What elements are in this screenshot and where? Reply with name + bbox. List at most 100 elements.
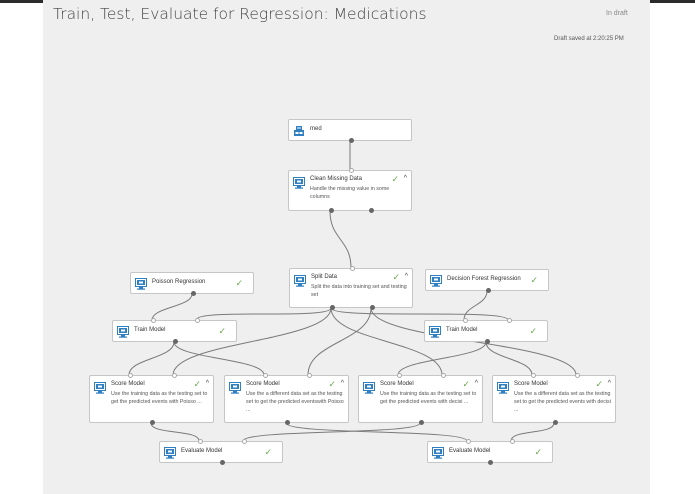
output-port[interactable] [149,420,155,425]
input-port[interactable] [171,373,177,378]
status-check-icon: ✓ [264,447,272,457]
module-icon [429,325,441,338]
status-check-icon: ✓ [529,326,537,336]
module-icon [94,381,106,394]
input-port[interactable] [509,439,515,444]
status-check-icon: ✓ [595,379,603,389]
input-port[interactable] [306,373,312,378]
status-check-icon: ✓ [193,379,201,389]
connection-split-train1 [195,307,332,321]
collapse-toggle-icon[interactable]: ^ [404,273,408,280]
module-description: Handle the missing value in some columns [310,186,390,200]
status-check-icon: ✓ [218,326,226,336]
connection-split-score3 [330,307,443,376]
collapse-toggle-icon[interactable]: ^ [403,175,407,182]
connection-score4-eval2 [510,422,555,442]
module-description: Use the a different data set as the test… [246,391,344,413]
module-name: Train Model [446,327,478,333]
module-eval1[interactable]: Evaluate Model✓ [159,439,283,465]
draft-saved-text: Draft saved at 2:20:25 PM [554,36,624,42]
module-poisson[interactable]: Poisson Regression✓ [130,272,254,296]
module-description: Use the training data as the testing set… [380,391,477,405]
module-forest[interactable]: Decision Forest Regression ✓ [425,269,549,293]
output-port[interactable] [484,339,490,344]
status-check-icon: ✓ [534,447,542,457]
output-port[interactable] [329,305,335,310]
input-port[interactable] [506,318,512,323]
output-port[interactable] [190,291,196,296]
module-name: Clean Missing Data [310,176,363,182]
dataset-icon [293,124,305,136]
module-icon [497,381,509,394]
module-icon [164,446,176,459]
status-check-icon: ✓ [530,275,538,285]
input-port[interactable] [150,318,156,323]
input-port[interactable] [194,318,200,323]
module-icon [229,381,241,394]
status-check-icon: ✓ [462,379,470,389]
collapse-toggle-icon[interactable]: ^ [474,380,478,387]
input-port[interactable] [197,439,203,444]
collapse-toggle-icon[interactable]: ^ [205,380,209,387]
status-check-icon: ✓ [235,278,243,288]
collapse-toggle-icon[interactable]: ^ [607,380,611,387]
collapse-toggle-icon[interactable]: ^ [340,380,344,387]
status-check-icon: ✓ [392,272,400,282]
module-description: Use the a different data set as the test… [514,391,611,413]
output-port[interactable] [348,138,354,143]
connection-split-score2 [307,307,372,376]
connection-score3-eval1 [242,422,421,442]
output-port[interactable] [172,339,178,344]
module-icon [117,325,129,338]
input-port[interactable] [127,373,133,378]
connection-train1-score1 [128,341,175,376]
connection-split-train2 [330,307,509,321]
output-port[interactable] [284,420,290,425]
output-port[interactable] [328,208,334,213]
module-icon [294,274,306,287]
input-port[interactable] [462,318,468,323]
module-name: Score Model [111,381,145,387]
input-port[interactable] [574,373,580,378]
input-port[interactable] [530,373,536,378]
output-port[interactable] [487,460,493,465]
input-port[interactable] [465,439,471,444]
output-port[interactable] [485,288,491,293]
input-port[interactable] [262,373,268,378]
output-port[interactable] [369,305,375,310]
connection-train2-score4 [485,341,533,376]
input-port[interactable] [349,266,355,271]
output-port[interactable] [368,208,374,213]
connection-score1-eval1 [150,422,200,442]
module-name: Decision Forest Regression [447,276,521,282]
input-port[interactable] [396,373,402,378]
connection-score2-eval2 [285,422,468,442]
status-check-icon: ✓ [391,174,399,184]
module-name: Score Model [246,381,280,387]
input-port[interactable] [241,439,247,444]
module-eval2[interactable]: Evaluate Model ✓ [427,439,553,465]
output-port[interactable] [219,460,225,465]
input-port[interactable] [440,373,446,378]
status-check-icon: ✓ [328,379,336,389]
module-name: Evaluate Model [449,448,491,454]
module-med[interactable]: med [288,119,412,143]
connection-poisson-train1 [151,293,193,321]
output-port[interactable] [552,420,558,425]
connection-train2-score3 [397,341,487,376]
experiment-title: Train, Test, Evaluate for Regression: Me… [53,5,427,23]
module-icon [430,274,442,287]
output-port[interactable] [418,420,424,425]
module-train2[interactable]: Train Model ✓ [424,318,548,344]
connection-split-score1 [172,307,332,376]
module-train1[interactable]: Train Model✓ [112,318,237,344]
input-port[interactable] [348,168,354,173]
status-badge: In draft [606,10,628,17]
